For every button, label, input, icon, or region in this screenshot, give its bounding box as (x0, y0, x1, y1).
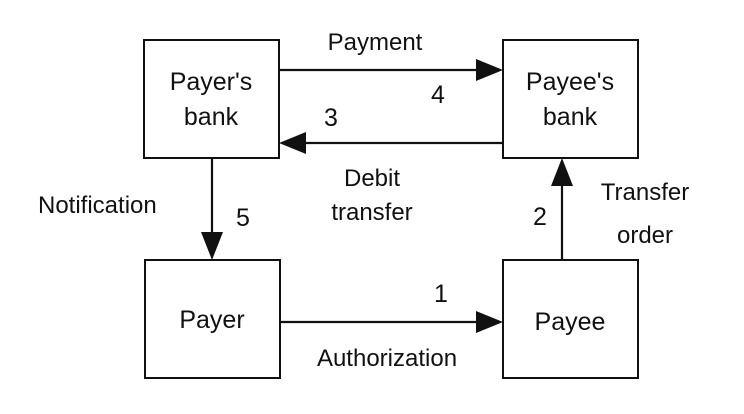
payer-label: Payer (179, 306, 244, 334)
step-2-number: 2 (533, 203, 547, 231)
payers-bank-box (143, 39, 280, 159)
transfer-order-label-line2: order (617, 222, 673, 249)
step-1-number: 1 (434, 280, 448, 308)
payers-bank-label-line2: bank (184, 103, 239, 131)
payment-label: Payment (328, 29, 423, 56)
debit-transfer-label-line1: Debit (344, 165, 400, 192)
step-4-number: 4 (431, 81, 445, 109)
debit-transfer-arrow (279, 132, 503, 154)
payers-bank-label-line1: Payer's (170, 68, 253, 96)
payee-box (502, 259, 639, 379)
step-5-number: 5 (236, 204, 250, 232)
debit-transfer-label-line2: transfer (331, 199, 412, 226)
payees-bank-box (502, 39, 639, 159)
notification-arrow (201, 158, 223, 260)
payees-bank-label-line2: bank (543, 103, 598, 131)
authorization-arrow (280, 311, 503, 333)
payment-arrow (279, 59, 503, 81)
notification-label: Notification (38, 192, 157, 219)
authorization-label: Authorization (317, 345, 457, 372)
step-3-number: 3 (324, 104, 338, 132)
payer-box (144, 259, 281, 379)
payees-bank-label-line1: Payee's (526, 68, 614, 96)
transfer-order-arrow (551, 158, 573, 260)
payee-label: Payee (535, 308, 606, 336)
transfer-order-label-line1: Transfer (601, 179, 689, 206)
